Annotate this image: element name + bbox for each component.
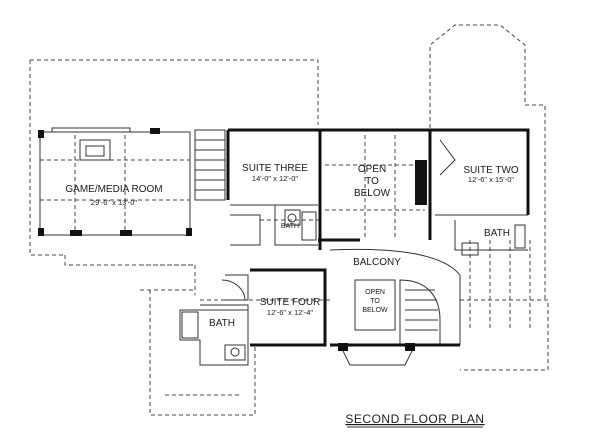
suite-two-name: SUITE TWO bbox=[463, 165, 519, 176]
open-below-1-line3: BELOW bbox=[354, 188, 391, 199]
game-media-room-dim: 29'-6" x 13'-0" bbox=[91, 198, 137, 207]
suite-three-walls bbox=[226, 128, 322, 250]
suite-three-dim: 14'-0" x 12'-0" bbox=[252, 174, 298, 183]
bath-left-label: BATH bbox=[209, 318, 235, 329]
balcony-area bbox=[329, 248, 461, 366]
suite-two-walls bbox=[428, 128, 530, 256]
suite-four-dim: 12'-6" x 12'-4" bbox=[267, 308, 313, 317]
suite-two-dim: 12'-6" x 15'-0" bbox=[468, 175, 514, 184]
open-to-below-top bbox=[318, 128, 430, 242]
bath-right-label: BATH bbox=[484, 228, 510, 239]
suite-three-name: SUITE THREE bbox=[242, 163, 308, 174]
open-below-2-line1: OPEN bbox=[365, 289, 385, 296]
bath-small-label: BATH bbox=[281, 223, 299, 230]
stair-left bbox=[194, 129, 226, 201]
suite-four-name: SUITE FOUR bbox=[260, 297, 321, 308]
bath-left-walls bbox=[179, 309, 249, 366]
game-media-room-walls bbox=[38, 127, 192, 236]
open-below-1-line2: TO bbox=[365, 176, 379, 187]
room-labels: GAME/MEDIA ROOM 29'-6" x 13'-0" SUITE TH… bbox=[65, 163, 519, 329]
open-below-2-line3: BELOW bbox=[362, 307, 388, 314]
game-media-room-name: GAME/MEDIA ROOM bbox=[65, 184, 162, 195]
open-below-1-line1: OPEN bbox=[358, 164, 386, 175]
plan-title: SECOND FLOOR PLAN bbox=[345, 412, 484, 426]
balcony-label: BALCONY bbox=[353, 257, 401, 268]
open-below-2-line2: TO bbox=[370, 298, 380, 305]
